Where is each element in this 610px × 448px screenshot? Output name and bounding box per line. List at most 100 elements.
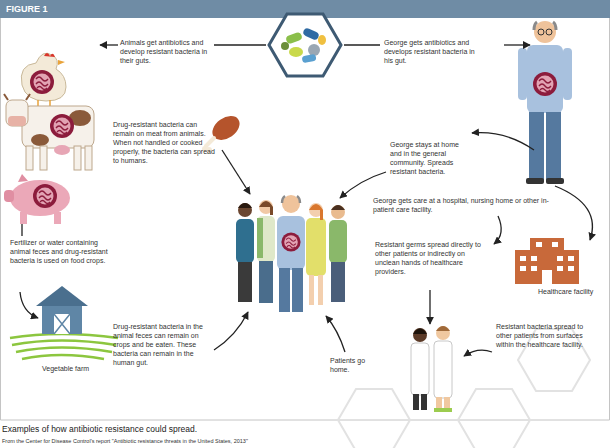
chicken-illustration: [21, 53, 66, 101]
flow-arrow: [494, 216, 501, 244]
vegetable-farm: [54, 314, 70, 334]
flow-arrow: [555, 186, 592, 240]
antibiotics-hexagon: [289, 47, 303, 57]
step-text: Drug-resistant bacteria in the animal fe…: [113, 322, 213, 367]
crowd-figures: [259, 261, 273, 303]
cow-illustration: [26, 146, 33, 170]
place-name: Healthcare facility: [538, 287, 610, 296]
cow-illustration: [74, 146, 81, 170]
crowd-figures: [236, 219, 254, 263]
vegetable-farm: [54, 314, 70, 334]
antibiotics-hexagon: [269, 14, 341, 76]
antibiotics-hexagon: [308, 44, 320, 56]
figure-frame: [1, 18, 610, 420]
step-text: Drug-resistant bacteria can remain on me…: [113, 120, 215, 165]
flow-arrow: [464, 350, 492, 356]
george-figure: [534, 21, 556, 43]
crowd-figures: [309, 204, 323, 220]
healthcare-building: [520, 242, 574, 284]
crowd-figures: [282, 195, 300, 213]
antibiotics-hexagon: [269, 14, 341, 76]
pig-illustration: [18, 174, 28, 182]
step-text: Animals get antibiotics and develop resi…: [120, 38, 214, 65]
healthcare-building: [568, 266, 574, 271]
pig-illustration: [33, 184, 57, 208]
vegetable-farm: [10, 334, 118, 359]
healthcare-building: [542, 270, 552, 284]
flow-arrow: [326, 316, 345, 352]
flow-arrow: [429, 290, 430, 324]
george-figure: [518, 48, 527, 100]
healthcare-building: [515, 238, 579, 284]
place-name: Vegetable farm: [42, 364, 104, 373]
crowd-figures: [238, 262, 252, 302]
george-figure: [563, 48, 572, 100]
patient-figures: [436, 326, 450, 340]
patient-figures: [421, 394, 427, 410]
vegetable-farm: [36, 286, 88, 306]
pig-illustration: [10, 180, 70, 216]
flow-arrow: [214, 44, 266, 45]
step-text: Resistant bacteria spread to other patie…: [496, 322, 596, 349]
crowd-figures: [279, 268, 290, 312]
background-hexagon: [338, 389, 410, 448]
patient-figures: [411, 343, 429, 395]
healthcare-building: [552, 242, 558, 247]
pig-illustration: [4, 190, 14, 202]
step-text: George gets antibiotics and develops res…: [384, 38, 480, 65]
vegetable-farm: [10, 334, 118, 338]
crowd-figures: [281, 232, 300, 251]
cow-illustration: [22, 106, 94, 148]
cow-illustration: [85, 146, 92, 170]
george-figure: [538, 29, 544, 35]
flow-arrow: [340, 172, 386, 198]
step-text: George gets care at a hospital, nursing …: [373, 196, 553, 214]
george-figure: [529, 112, 544, 180]
healthcare-building: [557, 266, 563, 271]
figure-heading: FIGURE 1: [6, 3, 48, 15]
patient-figures: [436, 326, 450, 331]
chicken-illustration: [30, 70, 54, 94]
patient-figures: [434, 408, 443, 412]
patient-figures: [413, 329, 427, 335]
flow-arrow: [504, 44, 530, 45]
vegetable-farm: [12, 341, 116, 346]
vegetable-farm: [42, 304, 82, 334]
flow-arrow: [472, 133, 534, 150]
george-figure: [526, 178, 544, 184]
pig-illustration: [4, 174, 70, 224]
crowd-figures: [306, 218, 326, 276]
george-figure: [527, 45, 563, 113]
crowd-figures: [259, 200, 273, 214]
cow-illustration: [50, 114, 74, 138]
george-figure: [534, 22, 556, 30]
source-note: From the Center for Disease Control's re…: [2, 438, 602, 445]
crowd-figures: [329, 220, 347, 263]
cow-illustration: [8, 116, 26, 126]
patient-figures: [413, 328, 427, 342]
crowd-figures: [238, 203, 252, 208]
cow-illustration: [4, 94, 30, 100]
healthcare-building: [515, 250, 579, 284]
step-text: Patients go home.: [330, 356, 370, 374]
figure-caption: Examples of how antibiotic resistance co…: [2, 424, 197, 435]
crowd-figures: [331, 262, 345, 302]
healthcare-building: [530, 238, 564, 252]
flow-arrow: [21, 224, 22, 236]
cow-illustration: [40, 146, 47, 170]
flow-arrow: [344, 44, 380, 45]
antibiotics-hexagon: [318, 35, 326, 45]
healthcare-building: [531, 266, 537, 271]
vegetable-farm: [16, 348, 112, 353]
healthcare-building: [531, 256, 537, 261]
chicken-illustration: [21, 53, 66, 108]
healthcare-building: [520, 266, 526, 271]
crowd-figures: [282, 196, 300, 203]
vegetable-farm: [10, 286, 118, 359]
patient-figures: [443, 408, 452, 412]
crowd-figures: [238, 203, 252, 217]
flow-arrow: [214, 312, 248, 350]
step-text: Resistant germs spread directly to other…: [375, 240, 489, 276]
